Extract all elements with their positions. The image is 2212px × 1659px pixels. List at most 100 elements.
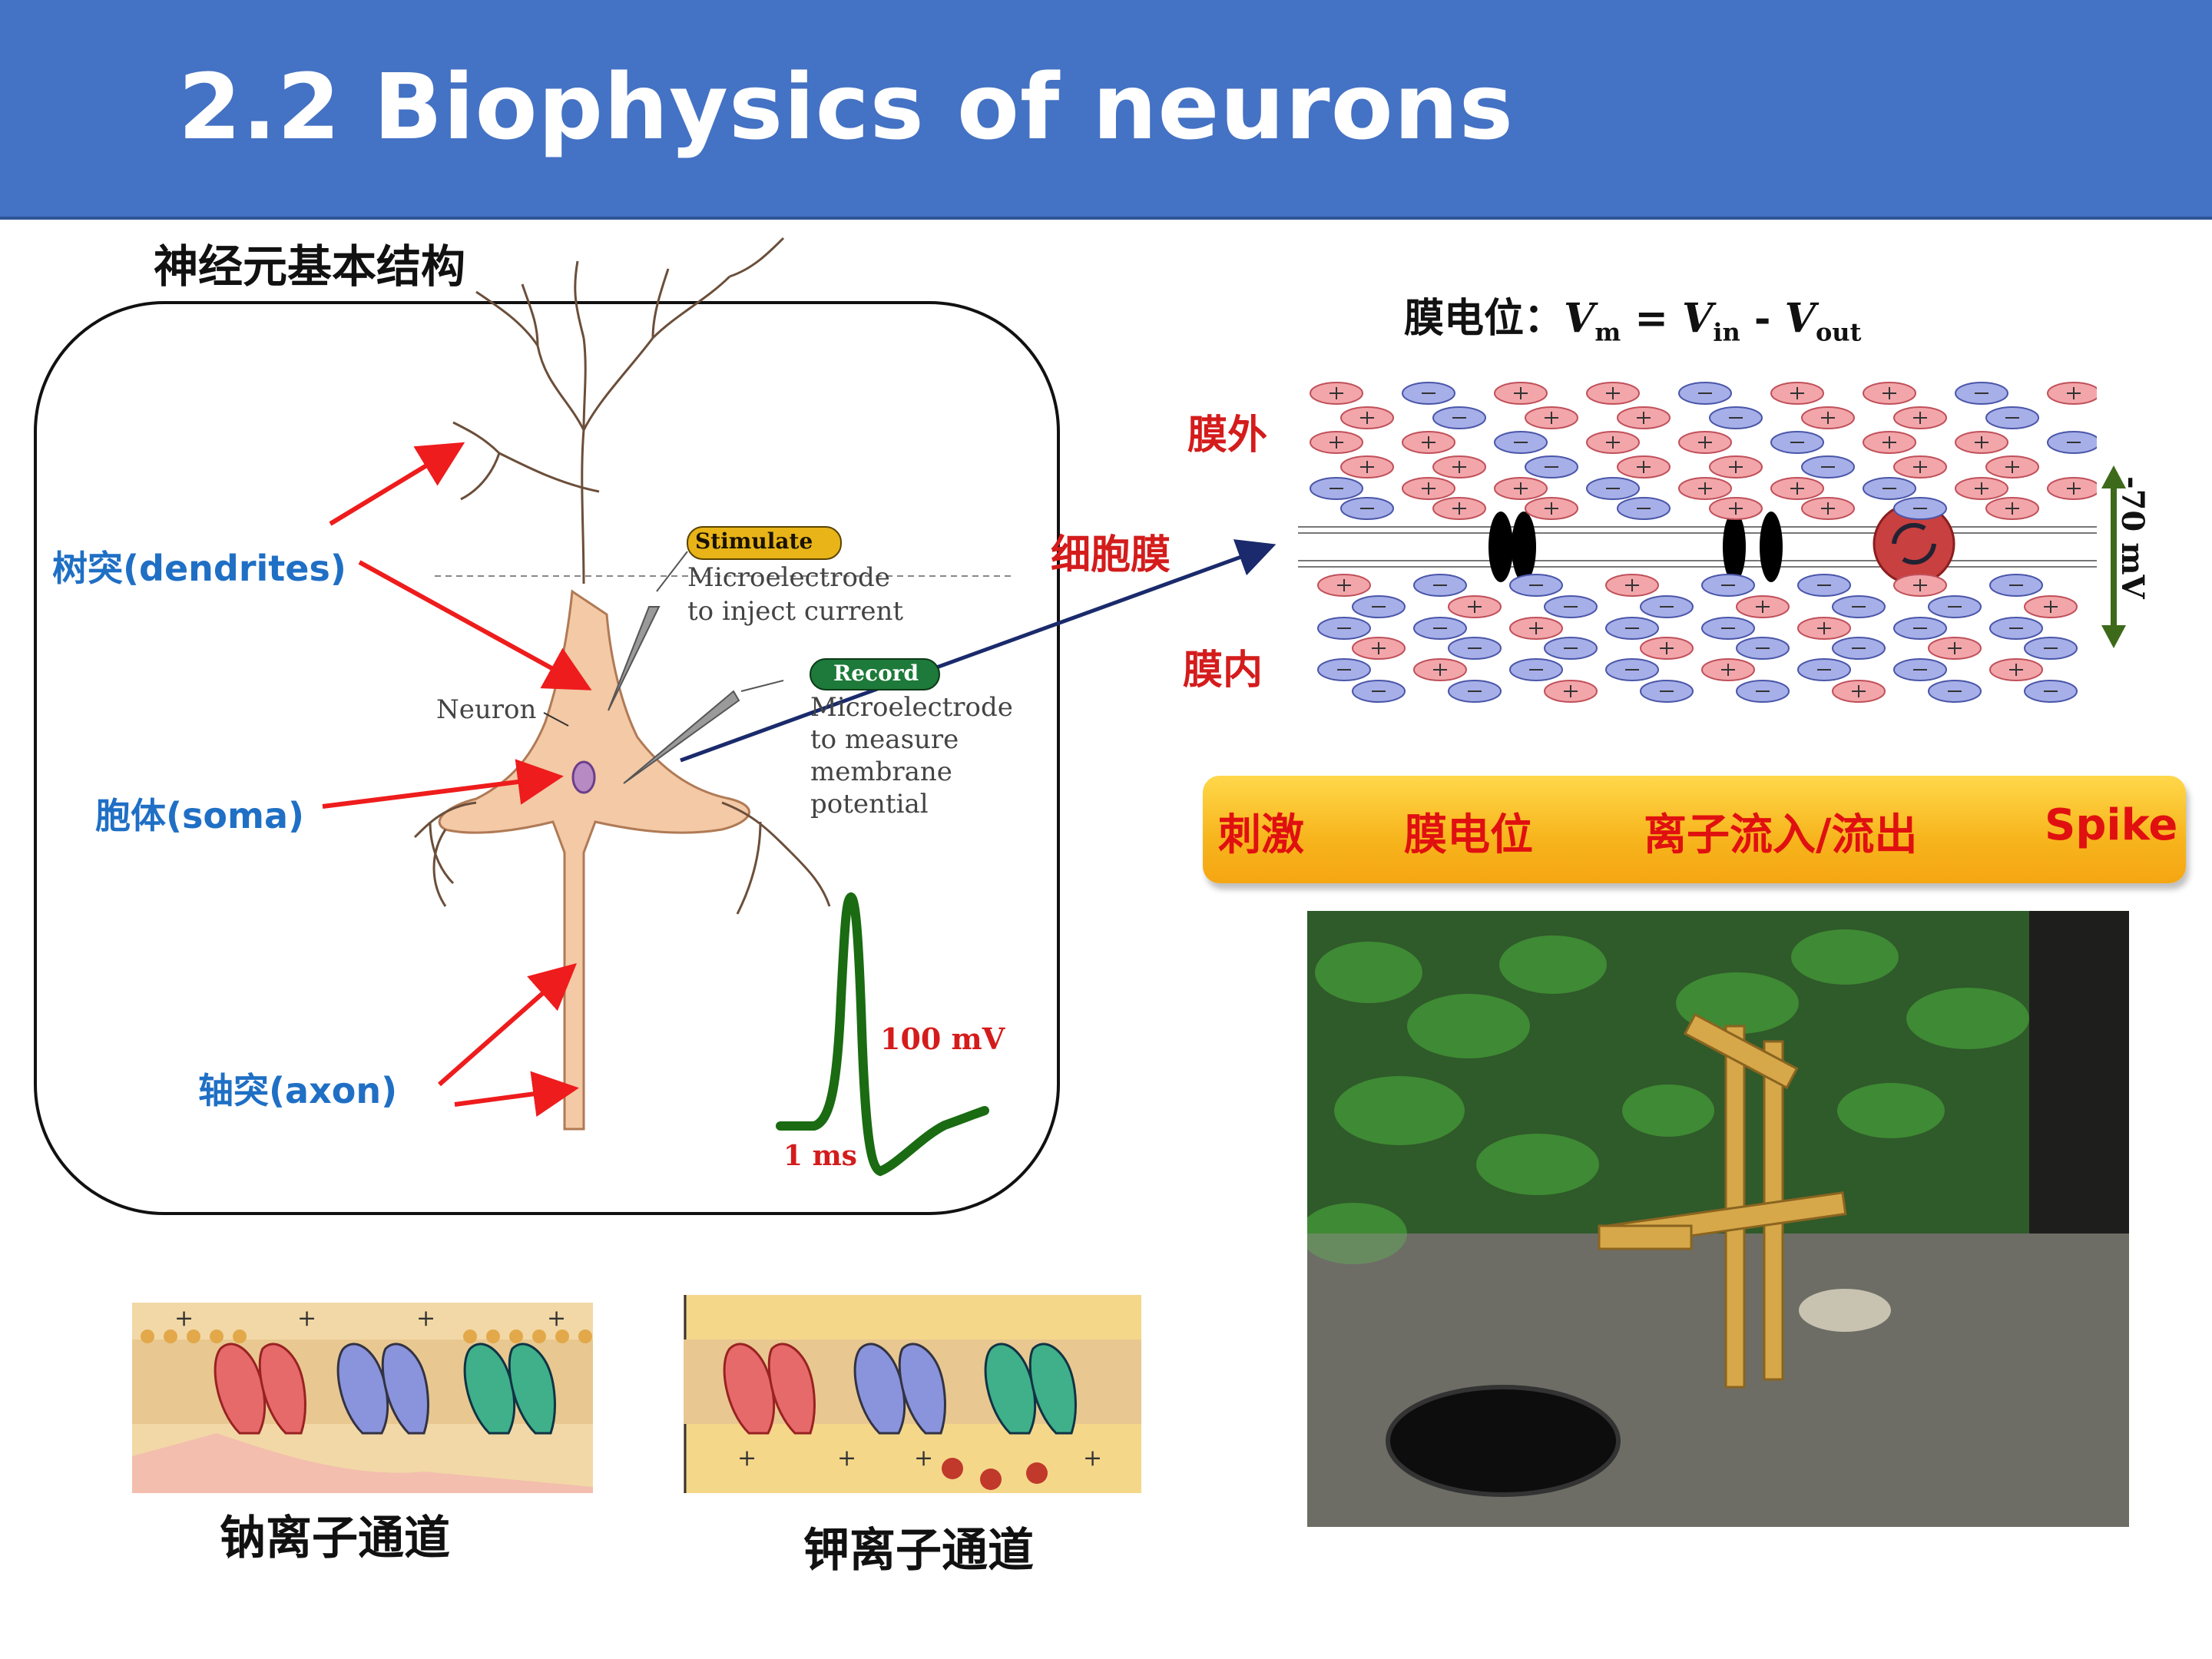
lipid-heads-top [141,1330,592,1343]
formula-minus: - [1740,295,1785,342]
positive-ion [1989,658,2043,681]
positive-ion [1709,455,1763,478]
positive-ion [1317,574,1371,597]
negative-ion [1989,617,2043,640]
svg-text:+: + [837,1445,856,1472]
negative-ion [1928,680,1982,703]
positive-ion [1448,595,1502,618]
dendrite-arrow-1 [329,442,465,526]
positive-ion [1310,382,1363,405]
bamboo [1598,1012,1847,1389]
positive-ion [1509,617,1563,640]
dendrite-arrow-2 [358,560,592,690]
title-bar [0,0,2212,220]
formula-equals: = [1621,295,1683,342]
negative-ion [1509,574,1563,597]
positive-ion [1801,497,1855,520]
negative-ion [1709,406,1763,429]
cell-membrane-label: 细胞膜 [1051,532,1171,578]
soma-arrow [322,759,564,809]
negative-ion [2024,680,2078,703]
positive-ion [2024,595,2078,618]
negative-ion [1893,617,1947,640]
outside-membrane-label: 膜外 [1187,412,1268,459]
positive-ion [1832,680,1886,703]
record-tag [810,658,940,690]
sodium-channel-blue [336,1343,389,1435]
positive-ion [1955,477,2008,500]
negative-ion [1985,406,2039,429]
potassium-channel-label: 钾离子通道 [803,1524,1034,1578]
positive-ion [1736,595,1790,618]
svg-text:+: + [416,1305,435,1332]
flow-step-potential: 膜电位 [1404,810,1533,860]
negative-ion [1340,497,1394,520]
negative-ion [1832,595,1886,618]
negative-ion [1352,680,1406,703]
positive-ion [1432,497,1486,520]
positive-ion [1352,637,1406,660]
negative-ion [1448,680,1502,703]
axon-arrow-2 [454,1071,579,1118]
negative-ion [1605,658,1659,681]
leaves [1307,929,2029,1264]
bamboo-fountain-photo [1307,911,2129,1527]
formula-sub-in: in [1713,317,1740,347]
record-desc-line2: to measure [810,724,959,755]
negative-ion [1863,477,1916,500]
positive-ion [1770,382,1824,405]
positive-ion [1544,680,1598,703]
negative-ion [1494,431,1548,454]
positive-ion [1928,637,1982,660]
pump-arrow-icon [1892,522,1926,545]
negative-ion [1801,455,1855,478]
stimulate-electrode [608,606,661,711]
negative-ion [1509,658,1563,681]
positive-ion [1494,382,1548,405]
negative-ion [1893,497,1947,520]
sodium-channel-green [463,1343,516,1435]
stimulate-desc-line1: Microelectrode [687,562,890,593]
negative-ion [1402,382,1455,405]
positive-ion [1640,637,1694,660]
record-desc-line1: Microelectrode [810,692,1013,723]
nucleus [571,760,596,794]
negative-ion [1448,637,1502,660]
positive-ion [1863,431,1916,454]
positive-ion [1701,658,1755,681]
negative-ion [1586,477,1640,500]
formula-v-out: V [1784,295,1816,342]
negative-ion [1413,574,1467,597]
negative-ion [1678,382,1732,405]
charge-signs: ++++ [174,1305,566,1332]
negative-ion [1640,680,1694,703]
negative-ion [1893,658,1947,681]
stimulate-tag [687,526,842,560]
water-basin [1386,1385,1621,1497]
negative-ion [1432,406,1486,429]
negative-ion [1797,574,1851,597]
negative-ion [1544,637,1598,660]
ion-channel-2b [1760,512,1783,582]
positive-ion [1863,382,1916,405]
potassium-channel-image: ++++ [684,1295,1141,1493]
neuron-structure-heading: 神经元基本结构 [154,240,466,293]
ion-channel-1a [1488,512,1513,582]
rock [1799,1289,1891,1332]
negative-ion [1701,574,1755,597]
positive-ion [1586,431,1640,454]
flow-step-stimulus: 刺激 [1218,810,1304,860]
positive-ion [1432,455,1486,478]
negative-ion [1797,658,1851,681]
formula-prefix: 膜电位： [1404,295,1565,342]
positive-ion [1413,658,1467,681]
positive-ion [1955,431,2008,454]
voltage-label: -70 mV [2114,476,2151,599]
flow-step-ion-flow: 离子流入/流出 [1644,810,1918,860]
svg-text:+: + [737,1445,757,1472]
record-tag-label: Record [833,661,919,686]
negative-ion [1525,455,1578,478]
record-desc-line3: membrane [810,757,952,787]
negative-ion [1955,382,2008,405]
negative-ion [1736,680,1790,703]
